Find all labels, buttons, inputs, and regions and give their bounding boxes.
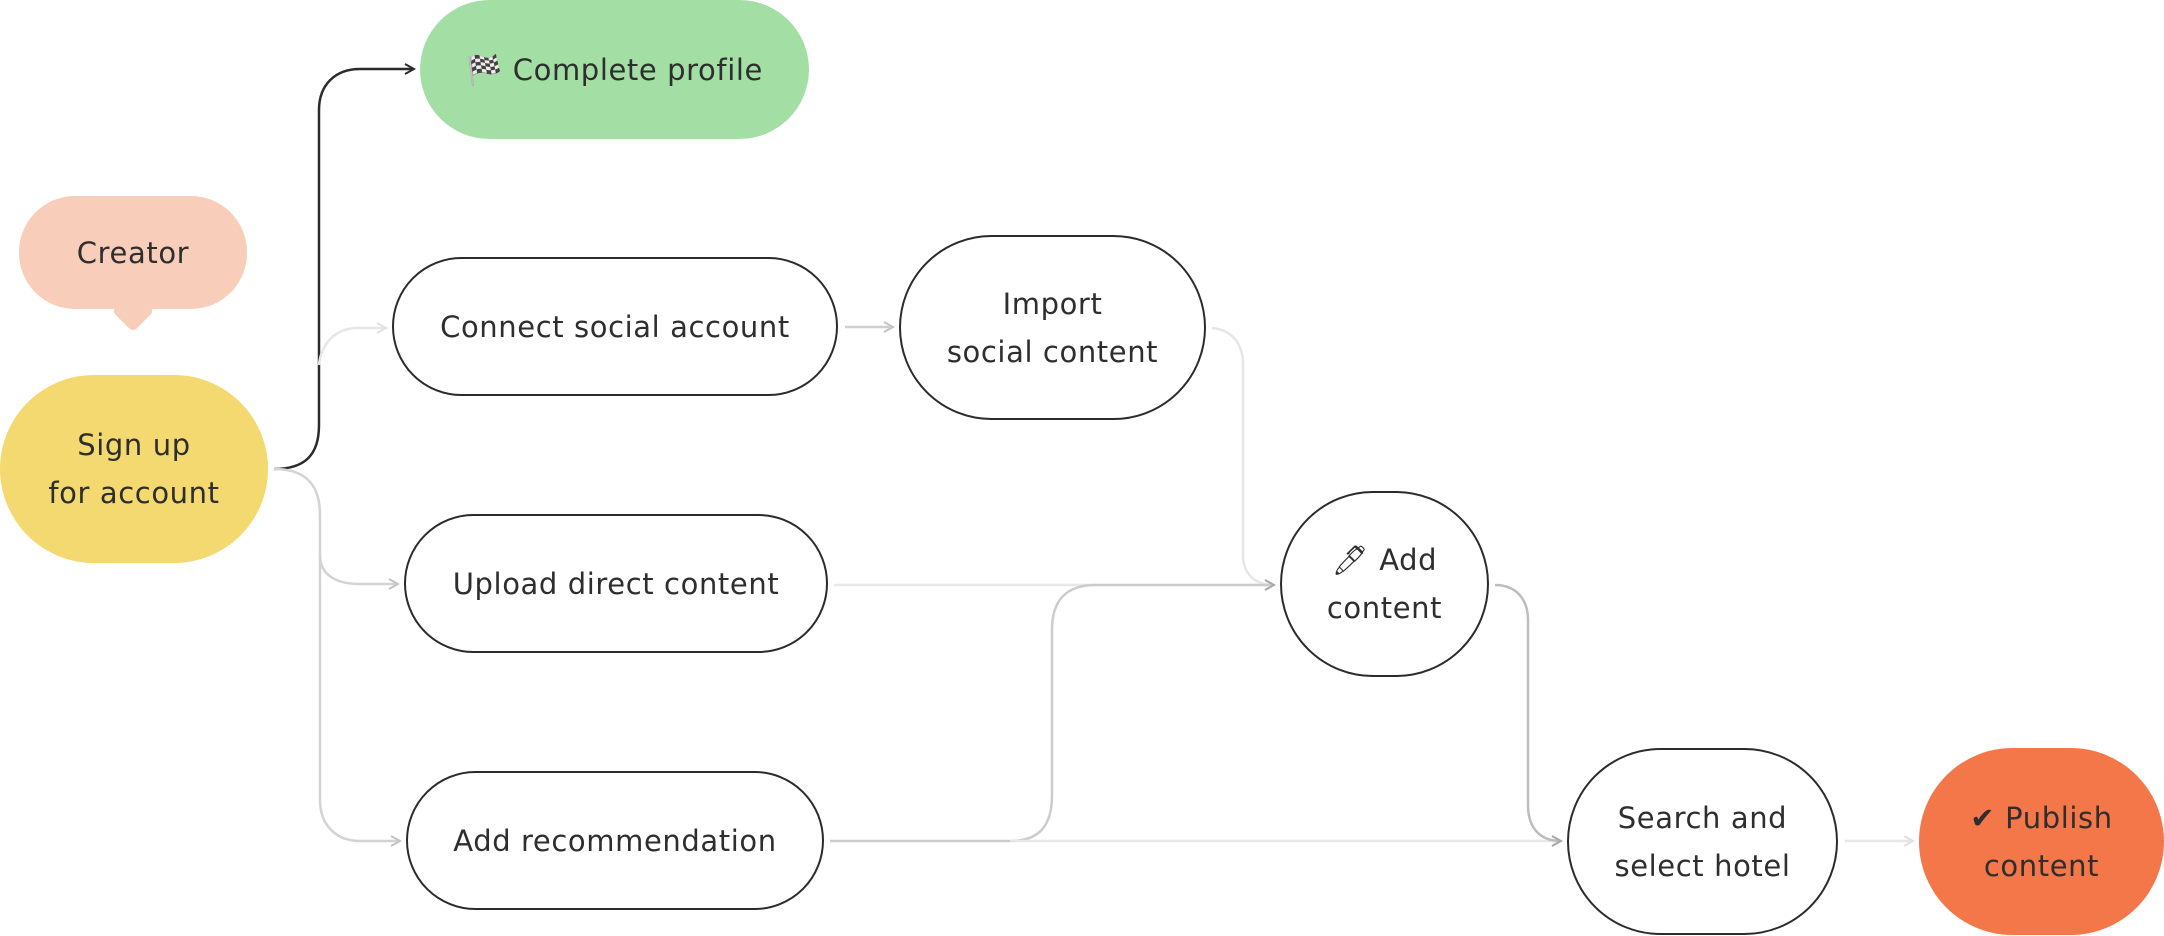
add-content-line1: 🖊 Add [1327,536,1442,584]
add-recommendation-label: Add recommendation [453,823,777,858]
publish-content-node[interactable]: ✔ Publish content [1919,748,2164,935]
import-social-node[interactable]: Import social content [899,235,1206,420]
complete-profile-node[interactable]: 🏁 Complete profile [420,0,809,139]
checkered-flag-icon: 🏁 [466,52,503,87]
add-content-node[interactable]: 🖊 Add content [1280,491,1489,677]
connect-social-node[interactable]: Connect social account [392,257,838,396]
complete-profile-label: Complete profile [512,52,763,87]
edge-signup-to-connect-social [317,328,386,366]
publish-text: ✔ Publish content [1970,794,2112,890]
signup-node[interactable]: Sign up for account [0,375,268,563]
upload-direct-label: Upload direct content [452,566,780,601]
upload-direct-node[interactable]: Upload direct content [404,514,828,653]
edge-recommendation-to-add-content [830,585,1274,843]
publish-label-line2: content [1983,848,2100,883]
creator-role-badge: Creator [19,196,247,309]
edge-signup-to-upload-direct [273,467,398,584]
edge-signup-to-complete-profile [273,69,414,471]
add-content-label-line1: Add [1379,543,1438,577]
add-content-text: 🖊 Add content [1327,536,1442,632]
edge-import-to-add-content [1211,326,1274,585]
publish-line1: ✔ Publish [1970,794,2112,842]
edge-add-content-to-search [1494,583,1561,841]
edge-signup-to-add-recommendation [318,555,400,841]
import-social-label: Import social content [946,286,1159,369]
connect-social-label: Connect social account [440,309,790,344]
search-hotel-node[interactable]: Search and select hotel [1567,748,1838,935]
pencil-icon: 🖊 [1331,543,1370,577]
checkmark-icon: ✔ [1970,800,1996,835]
add-recommendation-node[interactable]: Add recommendation [406,771,824,910]
search-hotel-label: Search and select hotel [1614,800,1791,883]
add-content-label-line2: content [1326,591,1443,625]
publish-label-line1: Publish [2005,800,2113,835]
creator-label: Creator [76,235,190,270]
signup-label: Sign up for account [48,428,220,510]
